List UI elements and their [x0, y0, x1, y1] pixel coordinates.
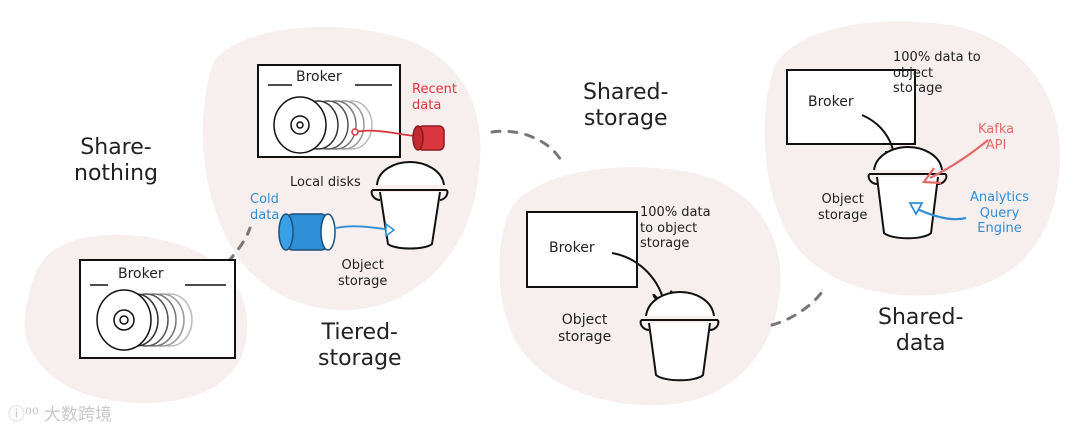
share-nothing-title: Share-nothing — [74, 135, 158, 187]
connector-3 — [770, 290, 824, 327]
watermark-logo-icon: ⓘ⁰⁰ — [8, 405, 45, 425]
share-nothing-disk-stack-icon — [96, 289, 193, 351]
tiered-bucket-icon — [370, 160, 449, 250]
local-disks-label: Local disks — [290, 175, 361, 190]
shared-data-title: Shared-data — [878, 305, 964, 357]
cold-data-cylinder-icon — [278, 213, 336, 251]
tiered-disk-stack-icon — [273, 96, 373, 154]
shared-storage-title: Shared-storage — [583, 80, 669, 132]
share-nothing-broker-label: Broker — [118, 266, 164, 282]
watermark-text: 大数跨境 — [44, 405, 113, 425]
recent-data-link — [354, 129, 416, 137]
shared-data-broker-box — [786, 69, 916, 145]
shared-data-broker-label: Broker — [808, 94, 854, 110]
connector-2 — [490, 129, 564, 164]
shared-storage-bucket-icon — [639, 290, 720, 382]
tiered-broker-label: Broker — [296, 69, 342, 85]
watermark: ⓘ⁰⁰ 大数跨境 — [8, 400, 112, 425]
shared-data-bucket-icon — [867, 145, 948, 240]
tiered-storage-title: Tiered-storage — [318, 320, 402, 372]
shared-storage-broker-box — [526, 211, 638, 288]
recent-data-cylinder-icon — [412, 125, 445, 151]
shared-storage-broker-label: Broker — [549, 240, 595, 256]
kafka-api-arrow — [929, 139, 989, 179]
